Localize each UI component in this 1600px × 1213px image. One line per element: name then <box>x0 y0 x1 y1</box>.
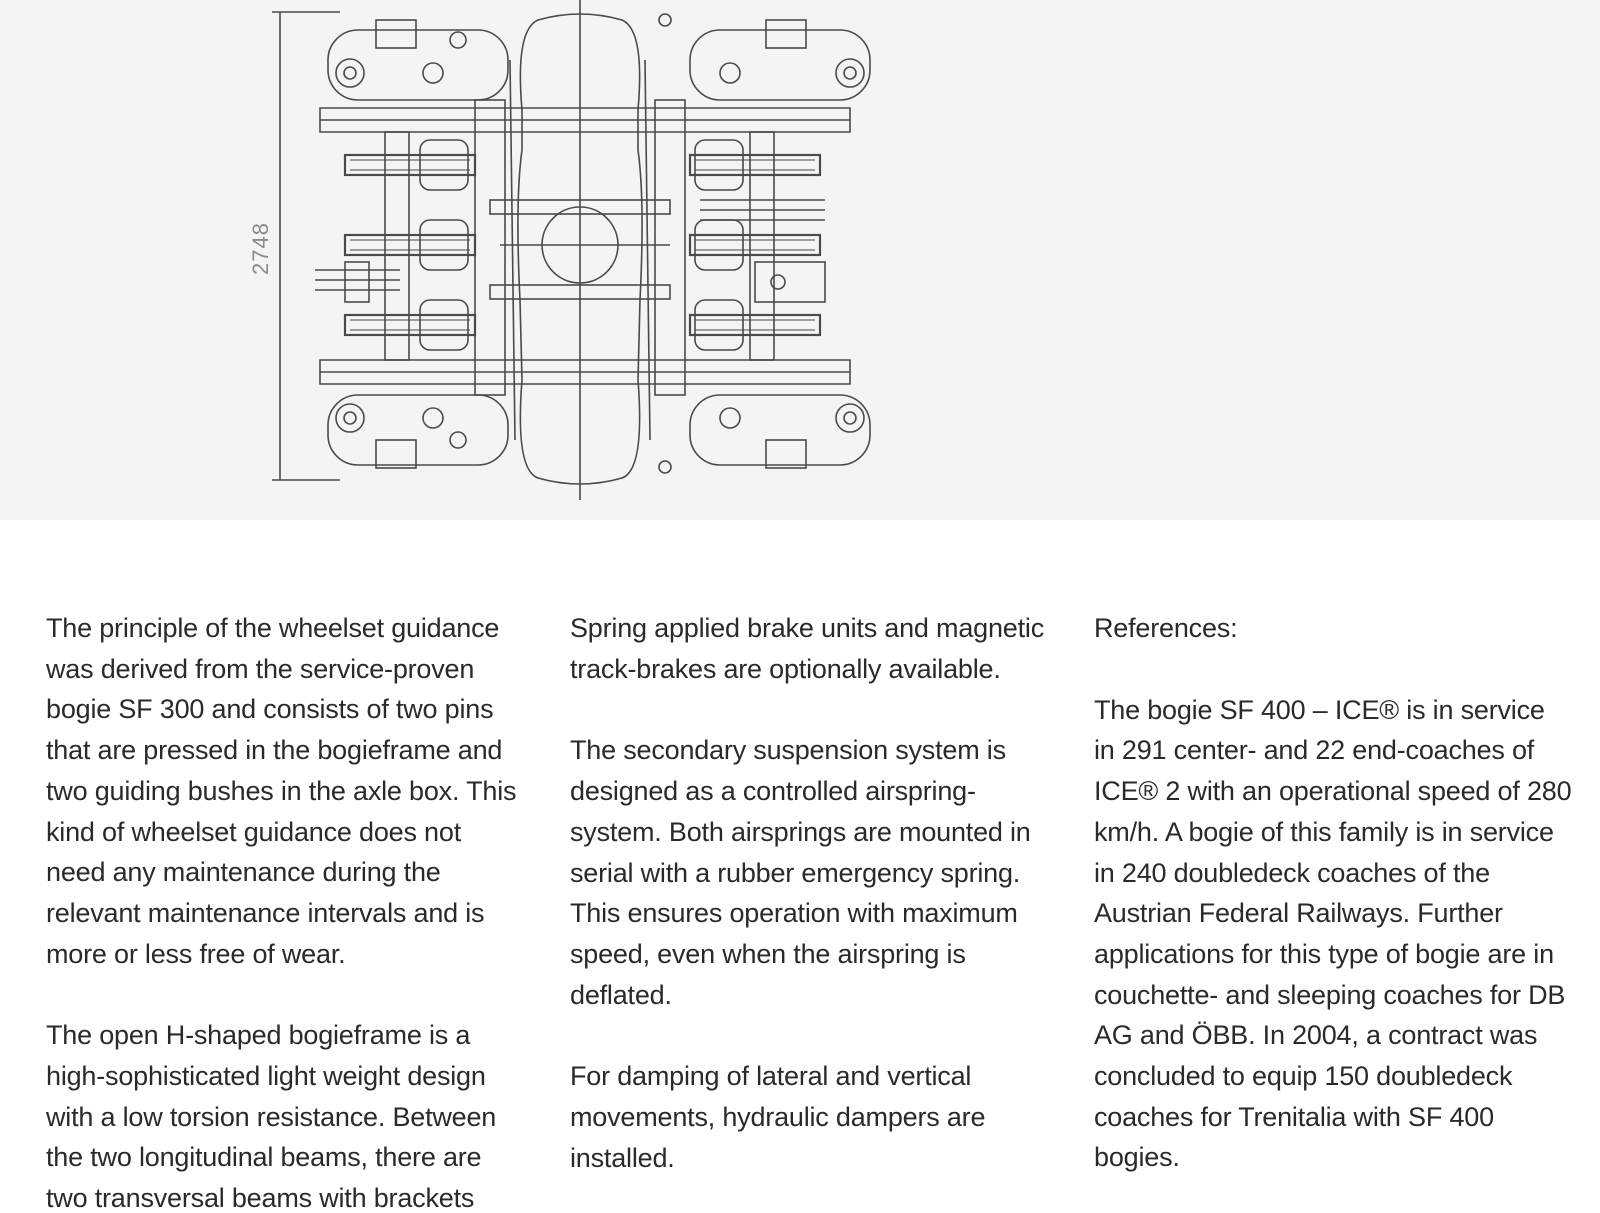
text-column-2: Spring applied brake units and magnetic … <box>570 608 1048 1213</box>
body-text: The principle of the wheelset guidance w… <box>46 608 1576 1213</box>
dimension-label: 2748 <box>248 222 273 275</box>
paragraph: For damping of lateral and vertical move… <box>570 1061 986 1173</box>
paragraph: The principle of the wheelset guidance w… <box>46 613 517 969</box>
references-heading: References: <box>1094 613 1238 643</box>
paragraph: The bogie SF 400 – ICE® is in service in… <box>1094 694 1572 1173</box>
paragraph: Spring applied brake units and magnetic … <box>570 613 1045 684</box>
figure-panel: 2748 <box>0 0 1600 520</box>
bogie-technical-drawing <box>272 0 871 500</box>
paragraph: The open H-shaped bogieframe is a high-s… <box>46 1020 497 1213</box>
paragraph: The secondary suspension system is desig… <box>570 735 1031 1010</box>
text-column-1: The principle of the wheelset guidance w… <box>46 608 524 1213</box>
text-column-3: References: The bogie SF 400 – ICE® is i… <box>1094 608 1572 1213</box>
